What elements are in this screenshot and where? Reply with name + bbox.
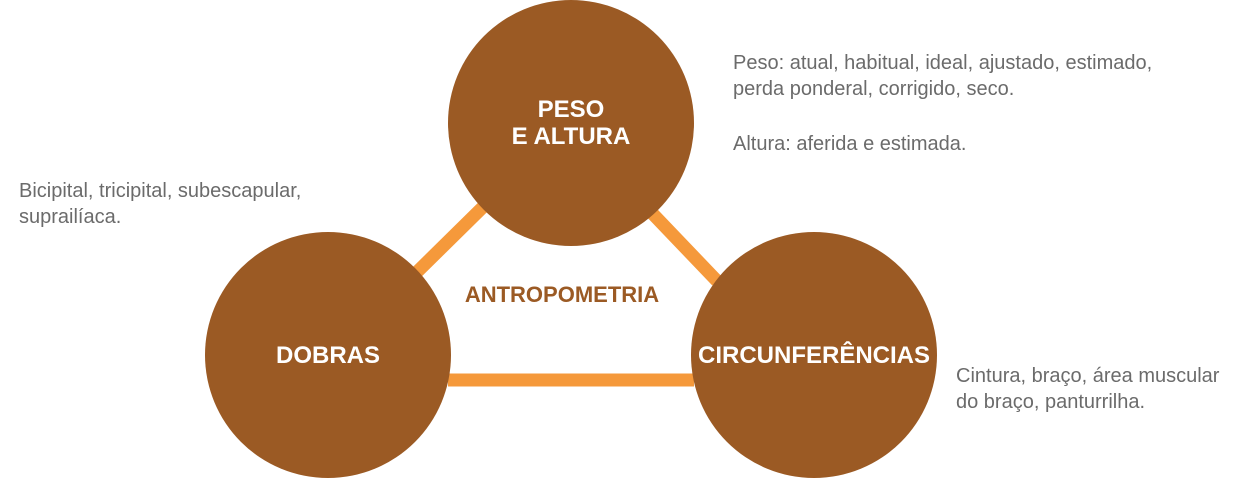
node-dobras-label: DOBRAS	[276, 342, 380, 369]
description-peso-line-2: perda ponderal, corrigido, seco.	[733, 78, 1015, 100]
description-peso: Peso: atual, habitual, ideal, ajustado, …	[733, 50, 1233, 102]
node-dobras-label-line-1: DOBRAS	[275, 341, 380, 369]
connector-top-left	[412, 201, 489, 277]
description-altura: Altura: aferida e estimada.	[733, 131, 1233, 157]
description-circunferencias-line-2: do braço, panturrilha.	[956, 391, 1146, 413]
node-circunferencias-label-line-1: CIRCUNFERÊNCIAS	[697, 341, 930, 369]
node-circunferencias: CIRCUNFERÊNCIAS	[691, 232, 937, 478]
node-peso-altura-label: PESO E ALTURA	[512, 96, 631, 150]
description-peso-line-1: Peso: atual, habitual, ideal, ajustado, …	[733, 52, 1153, 74]
description-altura-line-1: Altura: aferida e estimada.	[733, 133, 967, 155]
connector-top-right	[646, 207, 722, 286]
node-peso-altura-label-line-1: PESO	[537, 96, 605, 123]
center-label: ANTROPOMETRIA	[464, 282, 660, 307]
node-peso-altura: PESO E ALTURA	[448, 0, 694, 246]
description-dobras-line-2: suprailíaca.	[19, 206, 122, 228]
node-dobras: DOBRAS	[205, 232, 451, 478]
node-peso-altura-label-line-2: E ALTURA	[511, 123, 631, 150]
description-circunferencias-line-1: Cintura, braço, área muscular	[956, 365, 1220, 387]
description-dobras: Bicipital, tricipital, subescapular, sup…	[19, 178, 379, 230]
node-circunferencias-label: CIRCUNFERÊNCIAS	[698, 342, 930, 369]
description-dobras-line-1: Bicipital, tricipital, subescapular,	[19, 180, 302, 202]
description-circunferencias: Cintura, braço, área muscular do braço, …	[956, 363, 1256, 415]
